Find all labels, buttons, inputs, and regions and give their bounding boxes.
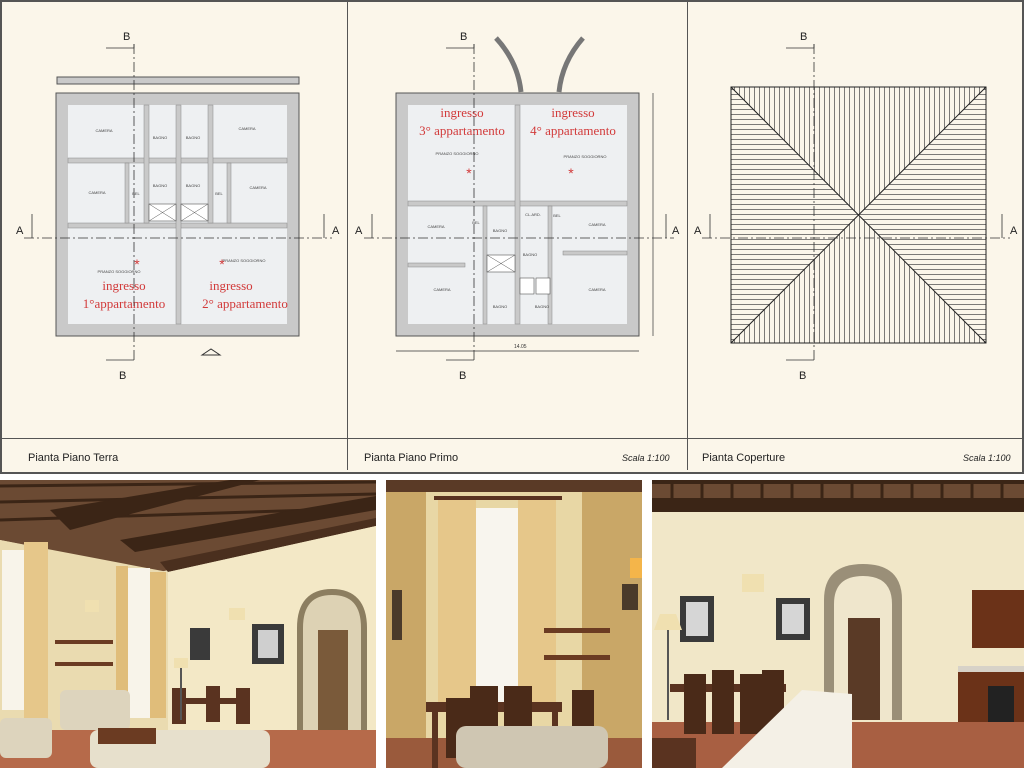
section-mark-b-bottom: B — [119, 370, 126, 382]
room-label: PRANZO SOGGIORNO — [436, 151, 479, 156]
room-label: CAMERA — [249, 185, 266, 190]
section-mark-b-top: B — [800, 31, 807, 43]
section-mark-b-top: B — [123, 31, 130, 43]
section-mark-a-right: A — [332, 225, 340, 237]
entry-label-4-line2: 4° appartamento — [530, 123, 616, 138]
architectural-drawing-sheet: Pianta Piano Terra Pianta Piano Primo Sc… — [0, 0, 1024, 474]
room-label: BEL — [215, 191, 223, 196]
svg-text:*: * — [219, 256, 225, 272]
svg-text:*: * — [466, 165, 472, 181]
entry-label-4-line1: ingresso — [551, 105, 594, 120]
room-label: PRANZO SOGGIORNO — [98, 269, 141, 274]
section-mark-a-right: A — [672, 225, 680, 237]
room-label: BEL — [553, 213, 561, 218]
dimension-label: 14.05 — [514, 344, 527, 350]
room-label: BAGNO — [153, 135, 167, 140]
room-label: BEL — [132, 191, 140, 196]
entry-label-1-line1: ingresso — [102, 278, 145, 293]
section-mark-a-left: A — [694, 225, 702, 237]
room-label: CAMERA — [95, 128, 112, 133]
room-label: BAGNO — [493, 304, 507, 309]
room-label: CAMERA — [88, 190, 105, 195]
room-label: BAGNO — [535, 304, 549, 309]
room-label: BAGNO — [493, 228, 507, 233]
room-label: CAMERA — [588, 287, 605, 292]
panel-divider — [687, 2, 688, 470]
room-label: BEL — [472, 220, 480, 225]
svg-text:*: * — [134, 256, 140, 272]
caption-divider — [2, 438, 1024, 439]
entry-label-2-line1: ingresso — [209, 278, 252, 293]
section-mark-a-left: A — [16, 225, 24, 237]
section-mark-b-bottom: B — [799, 370, 806, 382]
svg-text:*: * — [568, 165, 574, 181]
room-label: CAMERA — [588, 222, 605, 227]
scale-label-roof: Scala 1:100 — [963, 453, 1011, 463]
panel-divider — [347, 2, 348, 470]
section-mark-b-top: B — [460, 31, 467, 43]
entry-label-2-line2: 2° appartamento — [202, 296, 288, 311]
room-label: BAGNO — [153, 183, 167, 188]
room-label: PRANZO SOGGIORNO — [223, 258, 266, 263]
entry-label-1-line2: 1°appartamento — [83, 296, 165, 311]
room-label: CAMERA — [427, 224, 444, 229]
photo-dining-window — [386, 480, 642, 768]
photo-living-room — [0, 480, 376, 768]
section-mark-a-right: A — [1010, 225, 1018, 237]
room-label: BAGNO — [186, 135, 200, 140]
section-mark-b-bottom: B — [459, 370, 466, 382]
section-mark-a-left: A — [355, 225, 363, 237]
room-label: PRANZO SOGGIORNO — [564, 154, 607, 159]
entry-label-3-line1: ingresso — [440, 105, 483, 120]
caption-first-floor: Pianta Piano Primo — [364, 452, 459, 464]
room-label: BAGNO — [523, 252, 537, 257]
caption-ground-floor: Pianta Piano Terra — [28, 452, 119, 464]
room-label: CL.ARD. — [525, 212, 541, 217]
north-arrow — [200, 348, 222, 356]
photo-living-kitchen — [652, 480, 1024, 768]
scale-label-first-floor: Scala 1:100 — [622, 453, 670, 463]
room-label: CAMERA — [433, 287, 450, 292]
caption-roof: Pianta Coperture — [702, 452, 786, 464]
roof-plan: B B A A — [694, 31, 1018, 382]
entry-label-3-line2: 3° appartamento — [419, 123, 505, 138]
first-floor-plan: PRANZO SOGGIORNO PRANZO SOGGIORNO CAMERA… — [355, 31, 680, 382]
room-label: CAMERA — [238, 126, 255, 131]
room-label: BAGNO — [186, 183, 200, 188]
ground-floor-plan: CAMERA BAGNO BAGNO CAMERA CAMERA BAGNO B… — [16, 31, 340, 382]
